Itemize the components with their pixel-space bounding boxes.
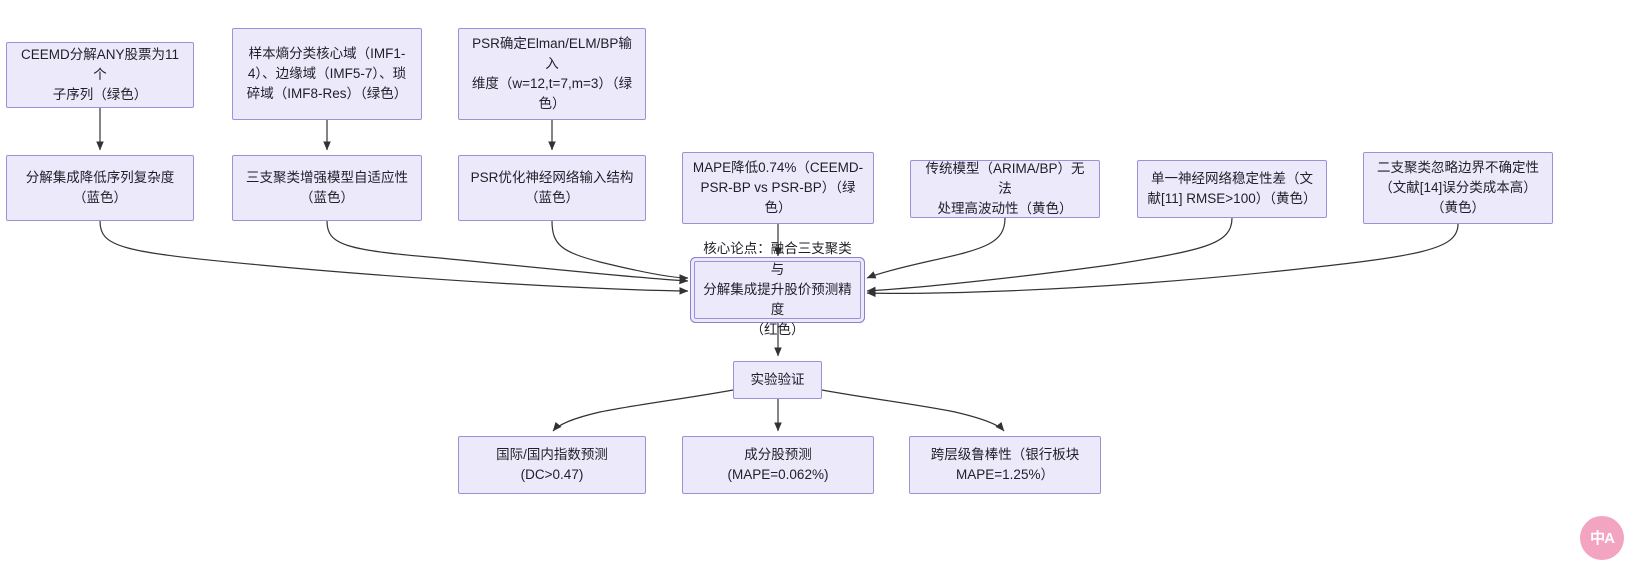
edge-n5-core <box>326 220 689 285</box>
node-label: 核心论点：融合三支聚类与 分解集成提升股价预测精度 （红色） <box>703 241 852 338</box>
node-label: PSR优化神经网络输入结构 （蓝色） <box>470 169 634 205</box>
edge-n10-core <box>866 223 1459 298</box>
node-traditional-models-limitation[interactable]: 传统模型（ARIMA/BP）无法 处理高波动性（黄色） <box>910 160 1100 218</box>
node-single-nn-instability[interactable]: 单一神经网络稳定性差（文 献[11] RMSE>100）（黄色） <box>1137 160 1327 218</box>
edge-n4-core <box>99 220 689 295</box>
node-label: 三支聚类增强模型自适应性 （蓝色） <box>246 169 408 205</box>
node-decomposition-reduces-complexity[interactable]: 分解集成降低序列复杂度 （蓝色） <box>6 155 194 221</box>
edge-n9-core <box>866 217 1233 295</box>
node-index-prediction[interactable]: 国际/国内指数预测 (DC>0.47) <box>458 436 646 494</box>
node-label: 传统模型（ARIMA/BP）无法 处理高波动性（黄色） <box>925 160 1085 217</box>
node-label: 跨层级鲁棒性（银行板块 MAPE=1.25%） <box>930 446 1080 482</box>
edge-n6-core <box>551 220 689 282</box>
node-core-thesis[interactable]: 核心论点：融合三支聚类与 分解集成提升股价预测精度 （红色） <box>694 241 861 337</box>
node-label: 单一神经网络稳定性差（文 献[11] RMSE>100）（黄色） <box>1147 170 1317 206</box>
node-label: PSR确定Elman/ELM/BP输入 维度（w=12,t=7,m=3）（绿 色… <box>471 35 633 112</box>
node-two-way-clustering-limitation[interactable]: 二支聚类忽略边界不确定性 （文献[14]误分类成本高） （黄色） <box>1363 152 1553 224</box>
node-constituent-stock-prediction[interactable]: 成分股预测 (MAPE=0.062%) <box>682 436 874 494</box>
watermark-badge: 中A <box>1580 516 1624 560</box>
node-experimental-verification[interactable]: 实验验证 <box>733 361 822 399</box>
watermark-text: 中A <box>1590 529 1615 547</box>
node-cross-level-robustness[interactable]: 跨层级鲁棒性（银行板块 MAPE=1.25%） <box>909 436 1101 494</box>
edge-n11-n14 <box>821 389 1005 432</box>
node-ceemd-decomposition[interactable]: CEEMD分解ANY股票为11个 子序列（绿色） <box>6 42 194 108</box>
node-three-way-clustering-adaptivity[interactable]: 三支聚类增强模型自适应性 （蓝色） <box>232 155 422 221</box>
node-psr-optimizes-nn-input[interactable]: PSR优化神经网络输入结构 （蓝色） <box>458 155 646 221</box>
node-label: MAPE降低0.74%（CEEMD- PSR-BP vs PSR-BP）（绿 色… <box>692 159 864 216</box>
node-label: CEEMD分解ANY股票为11个 子序列（绿色） <box>20 46 180 103</box>
node-label: 二支聚类忽略边界不确定性 （文献[14]误分类成本高） （黄色） <box>1377 159 1539 216</box>
node-label: 实验验证 <box>750 371 805 387</box>
edge-n8-core <box>866 217 1006 279</box>
node-psr-input-dimension[interactable]: PSR确定Elman/ELM/BP输入 维度（w=12,t=7,m=3）（绿 色… <box>458 28 646 120</box>
node-label: 成分股预测 (MAPE=0.062%) <box>727 446 829 482</box>
node-label: 国际/国内指数预测 (DC>0.47) <box>496 446 608 482</box>
node-label: 分解集成降低序列复杂度 （蓝色） <box>25 169 175 205</box>
node-sample-entropy-classification[interactable]: 样本熵分类核心域（IMF1- 4）、边缘域（IMF5-7）、琐 碎域（IMF8-… <box>232 28 422 120</box>
node-label: 样本熵分类核心域（IMF1- 4）、边缘域（IMF5-7）、琐 碎域（IMF8-… <box>246 45 408 102</box>
edge-n11-n12 <box>552 389 734 432</box>
node-mape-reduction[interactable]: MAPE降低0.74%（CEEMD- PSR-BP vs PSR-BP）（绿 色… <box>682 152 874 224</box>
